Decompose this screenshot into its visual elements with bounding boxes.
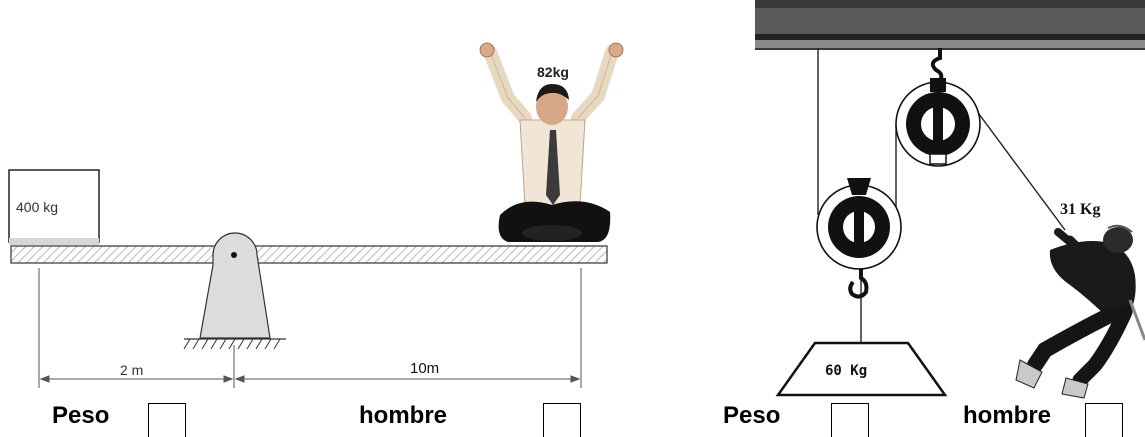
right-man-answer-box[interactable]: [1085, 403, 1123, 437]
box-weight-label: 400 kg: [16, 199, 58, 215]
left-weight-label: Peso: [52, 402, 110, 429]
left-man-label: hombre: [359, 402, 448, 429]
lever-beam: [10, 245, 608, 264]
load-weight: [775, 341, 948, 397]
distance-left-label: 2 m: [120, 362, 143, 378]
dimension-lines: [38, 268, 582, 388]
fulcrum-icon: [183, 232, 286, 350]
weight-box: 400 kg: [8, 169, 100, 245]
movable-pulley-icon: [816, 178, 902, 270]
lever-diagram: 400 kg 2 m 10m: [8, 42, 624, 388]
load-weight-label: 60 Kg: [825, 363, 867, 379]
left-man-answer-box[interactable]: [543, 403, 581, 437]
climber-weight-label: 31 Kg: [1060, 201, 1100, 218]
ceiling-beam: [755, 0, 1145, 50]
climber-icon: [1015, 224, 1145, 399]
right-weight-label: Peso: [723, 402, 781, 429]
right-man-label: hombre: [963, 402, 1052, 429]
distance-right-label: 10m: [410, 360, 439, 377]
left-weight-answer-box[interactable]: [148, 403, 186, 437]
hook-icon: [848, 268, 869, 299]
pulley-icon: [895, 48, 981, 167]
pulley-diagram: 60 Kg 31 Kg: [755, 0, 1145, 399]
person-weight-label: 82kg: [537, 64, 569, 80]
right-weight-answer-box[interactable]: [831, 403, 869, 437]
person-sitting-icon: [479, 42, 624, 242]
